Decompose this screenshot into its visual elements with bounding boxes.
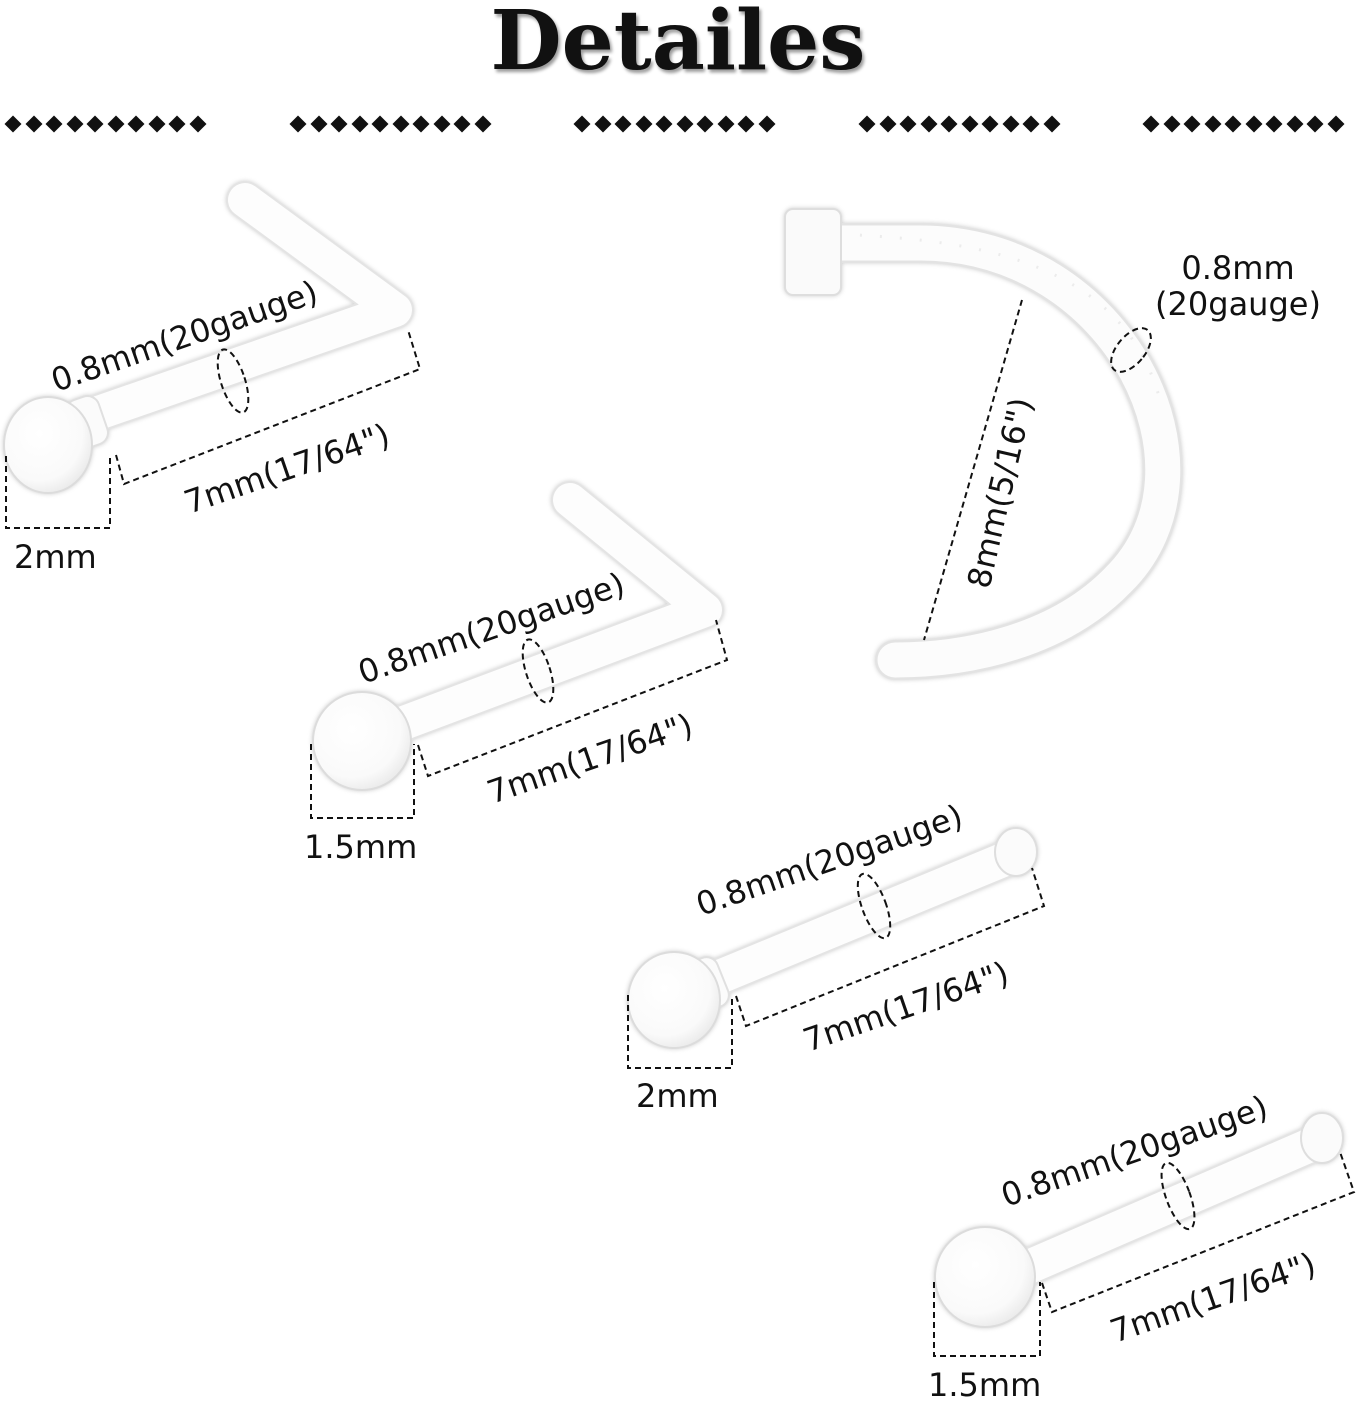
- length-label: 7mm(17/64"): [482, 706, 697, 812]
- stud-body: [627, 827, 1038, 1049]
- stud-l-shape-flat-2mm: 0.8mm(20gauge) 7mm(17/64") 2mm: [3, 181, 422, 576]
- length-label: 7mm(17/64"): [798, 954, 1013, 1060]
- dimension-lines: [923, 299, 1152, 641]
- gauge-label-line1: 0.8mm: [1181, 249, 1294, 287]
- hoop-body: [784, 208, 1183, 680]
- nose-hoop: 0.8mm (20gauge) 8mm(5/16"): [784, 208, 1321, 680]
- stud-body: [312, 481, 724, 791]
- stud-straight-flat-2mm: 0.8mm(20gauge) 7mm(17/64") 2mm: [627, 797, 1046, 1115]
- diameter-label: 8mm(5/16"): [960, 394, 1041, 592]
- gauge-label-line2: (20gauge): [1155, 285, 1321, 323]
- dimension-lines: [627, 867, 1046, 1069]
- head-size-label: 1.5mm: [304, 828, 417, 866]
- length-label: 7mm(17/64"): [1105, 1245, 1320, 1351]
- stud-body: [3, 181, 414, 494]
- stud-body: [934, 1112, 1344, 1328]
- page-title: Detailes: [490, 0, 866, 89]
- head-size-label: 2mm: [14, 538, 97, 576]
- dimension-lines: [933, 1151, 1356, 1357]
- head-size-label: 1.5mm: [928, 1366, 1041, 1401]
- dimension-lines: [5, 329, 422, 529]
- length-label: 7mm(17/64"): [179, 416, 394, 522]
- stud-l-shape-ball-1-5mm: 0.8mm(20gauge) 7mm(17/64") 1.5mm: [304, 481, 729, 866]
- head-size-label: 2mm: [636, 1077, 719, 1115]
- stud-straight-ball-1-5mm: 0.8mm(20gauge) 7mm(17/64") 1.5mm: [928, 1088, 1356, 1401]
- dimension-lines: [310, 619, 729, 819]
